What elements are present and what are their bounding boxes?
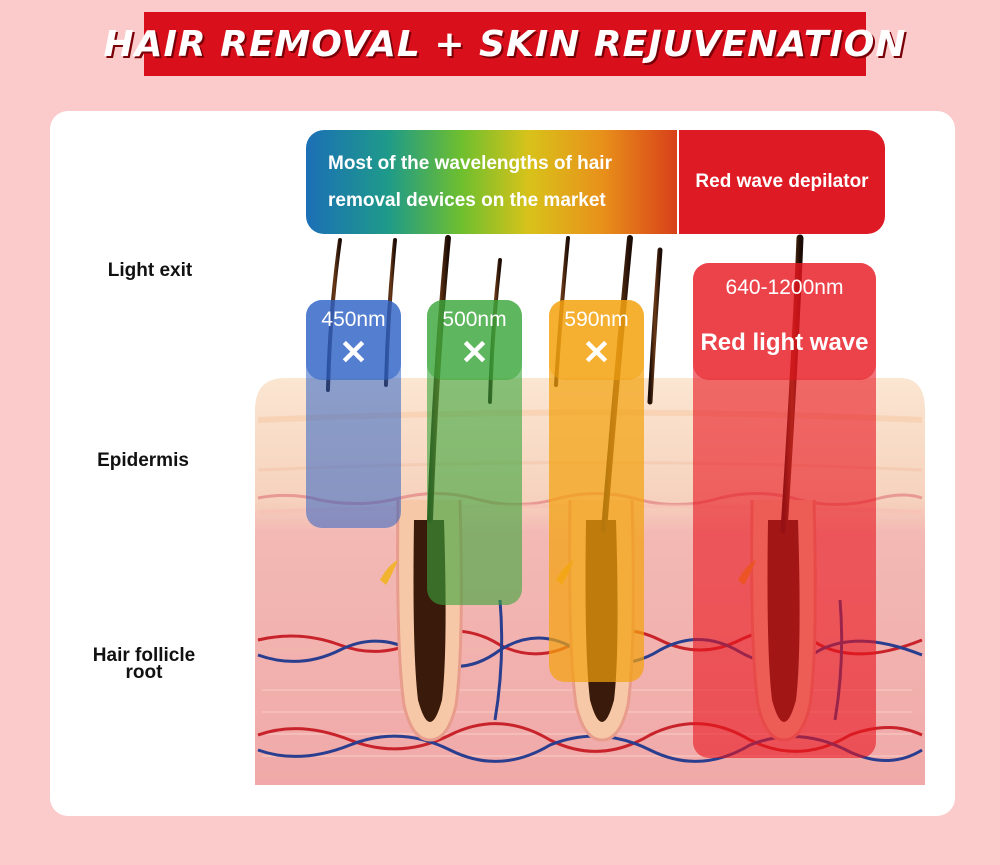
wavelength-450-cross-icon: ✕ — [339, 334, 368, 372]
red-wave-header: Red wave depilator — [677, 130, 885, 234]
wavelength-590-label: 590nm — [564, 308, 629, 331]
hair-follicle-root-label: Hair follicle root — [92, 645, 196, 683]
light-exit-label: Light exit — [107, 260, 193, 281]
market-wavelengths-header: Most of the wavelengths of hair removal … — [306, 130, 677, 234]
light-boxes — [306, 263, 876, 758]
red-wave-range-label: 640-1200nm — [725, 276, 844, 299]
epidermis-label: Epidermis — [97, 450, 189, 471]
wavelength-450-label: 450nm — [321, 308, 386, 331]
wavelength-500-label: 500nm — [442, 308, 507, 331]
red-wave-header-text: Red wave depilator — [695, 171, 869, 192]
title-banner: HAIR REMOVAL + SKIN REJUVENATION — [103, 12, 906, 76]
market-wavelengths-text: Most of the wavelengths of hair removal … — [328, 153, 612, 211]
wavelength-500-cross-icon: ✕ — [460, 334, 489, 372]
wavelength-590-cross-icon: ✕ — [582, 334, 611, 372]
red-light-wave-title: Red light wave — [700, 329, 869, 356]
banner-title: HAIR REMOVAL + SKIN REJUVENATION — [103, 23, 907, 65]
